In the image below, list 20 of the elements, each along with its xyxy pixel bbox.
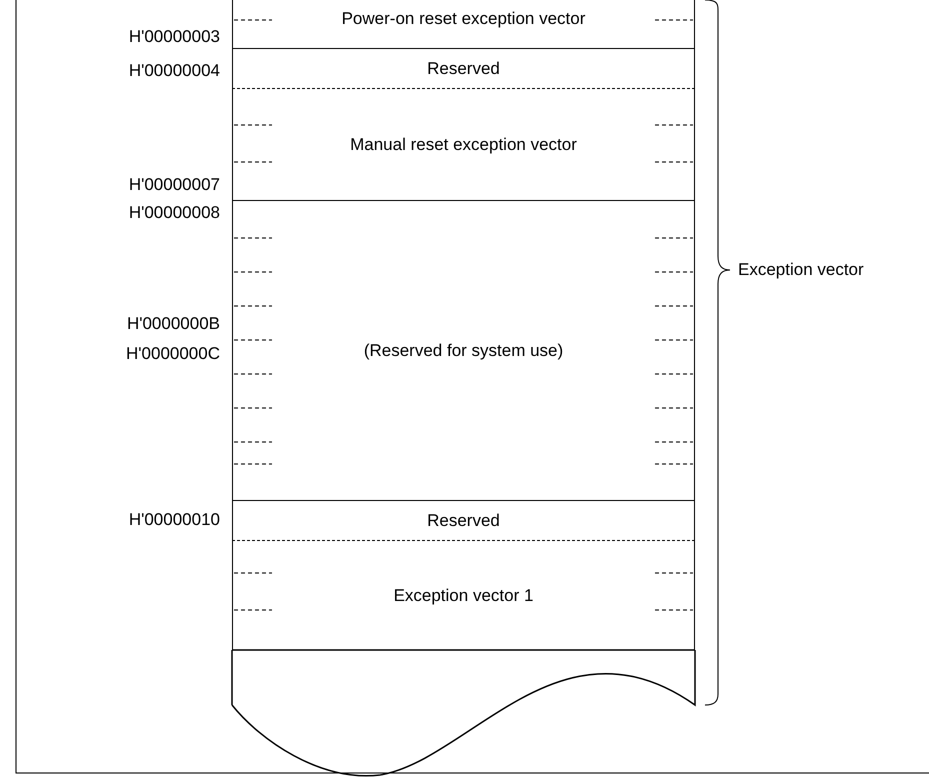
address-label: H'00000008 (128, 203, 220, 223)
vector-cell (232, 88, 695, 200)
address-label: H'0000000C (126, 344, 220, 364)
cell-text: Manual reset exception vector (350, 134, 577, 154)
cell-text: Reserved (427, 58, 500, 78)
address-label: H'00000010 (128, 510, 220, 530)
address-label: H'0000000B (126, 314, 220, 334)
reserved-cell (232, 500, 695, 540)
vector-cell (232, 0, 695, 48)
address-label: H'00000003 (128, 27, 220, 47)
cell-text: Exception vector 1 (394, 586, 534, 606)
address-label: H'00000004 (128, 61, 220, 81)
reserved-cell (232, 200, 695, 500)
reserved-cell (232, 48, 695, 88)
address-label: H'00000007 (128, 175, 220, 195)
cell-text: Power-on reset exception vector (342, 9, 586, 29)
cell-text: (Reserved for system use) (364, 340, 564, 360)
vector-cell (232, 540, 695, 650)
range-label: Exception vector (738, 260, 864, 280)
cell-text: Reserved (427, 510, 500, 530)
